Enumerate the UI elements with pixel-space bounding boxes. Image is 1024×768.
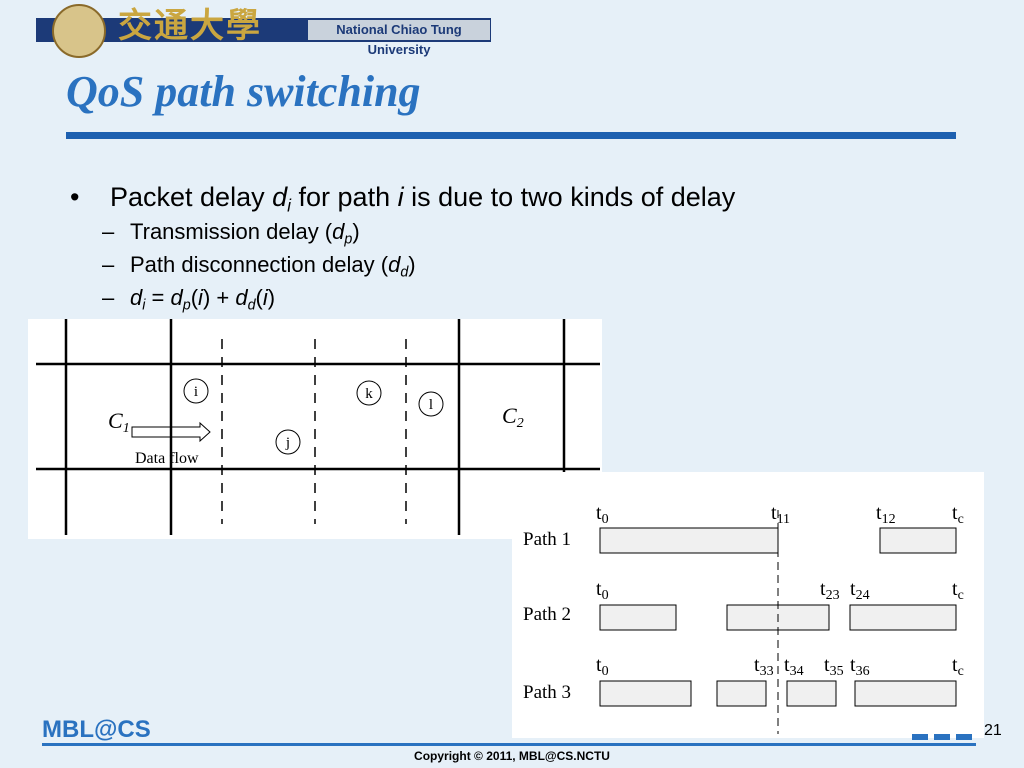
path-timeline-figure: Path 1 Path 2 Path 3 t0 t11 t12 tc t0 t2…	[512, 472, 984, 738]
path-3-segment	[599, 680, 692, 707]
network-figure: i j k l C1 C2 Data flow	[28, 319, 602, 539]
network-diagram: i j k l C1 C2 Data flow	[36, 319, 600, 535]
path-2-tick-c: tc	[952, 578, 964, 603]
path-3-segment	[716, 680, 767, 707]
path-2-segment	[599, 604, 677, 631]
path-2-tick-0: t0	[596, 578, 609, 603]
university-seal-icon	[52, 4, 106, 58]
path-3-tick-35: t35	[824, 654, 844, 679]
slide-title: QoS path switching	[66, 67, 421, 116]
path-1-tick-0: t0	[596, 502, 609, 527]
path-timeline-diagram: Path 1 Path 2 Path 3 t0 t11 t12 tc t0 t2…	[523, 502, 964, 734]
path-1-tick-12: t12	[876, 502, 896, 527]
sub-bullet-disconnection-delay: –Path disconnection delay (dd)	[102, 252, 416, 281]
footer-rule	[42, 743, 976, 746]
sub-bullet-formula: –di = dp(i) + dd(i)	[102, 285, 276, 314]
cell-c1-label: C1	[108, 408, 130, 436]
path-3-tick-34: t34	[784, 654, 804, 679]
path-2-segment	[849, 604, 957, 631]
path-1-segment	[599, 527, 779, 554]
path-3-tick-33: t33	[754, 654, 774, 679]
boundary-dashed-lines	[221, 339, 407, 524]
path-3-label: Path 3	[523, 682, 571, 703]
data-flow-label: Data flow	[135, 450, 199, 467]
path-1-segment	[879, 527, 957, 554]
path-2-tick-23: t23	[820, 578, 840, 603]
path-3-tick-0: t0	[596, 654, 609, 679]
footer-logo: MBL@CS	[42, 716, 151, 743]
university-name-en: National Chiao Tung University	[308, 20, 490, 57]
path-1-tick-11: t11	[771, 502, 790, 527]
path-2-tick-24: t24	[850, 578, 870, 603]
path-2-label: Path 2	[523, 604, 571, 625]
data-flow-arrow	[131, 421, 211, 443]
node-i-label: i	[194, 384, 198, 400]
path-3-segment	[854, 680, 957, 707]
node-j-label: j	[285, 435, 290, 451]
university-name-cn: 交通大學	[118, 6, 262, 46]
title-rule	[66, 132, 956, 139]
cell-c2-label: C2	[502, 403, 524, 431]
node-l-label: l	[429, 397, 433, 413]
bullet-packet-delay: •Packet delay di for path i is due to tw…	[70, 182, 736, 216]
footer-decoration	[912, 734, 972, 740]
node-k-label: k	[365, 386, 373, 402]
node-circles	[183, 378, 444, 455]
sub-bullet-transmission-delay: –Transmission delay (dp)	[102, 219, 360, 248]
copyright-text: Copyright © 2011, MBL@CS.NCTU	[414, 749, 610, 763]
path-1-tick-c: tc	[952, 502, 964, 527]
path-1-label: Path 1	[523, 529, 571, 550]
path-3-tick-36: t36	[850, 654, 870, 679]
path-3-tick-c: tc	[952, 654, 964, 679]
path-3-segment	[786, 680, 837, 707]
page-number: 21	[984, 722, 1002, 739]
